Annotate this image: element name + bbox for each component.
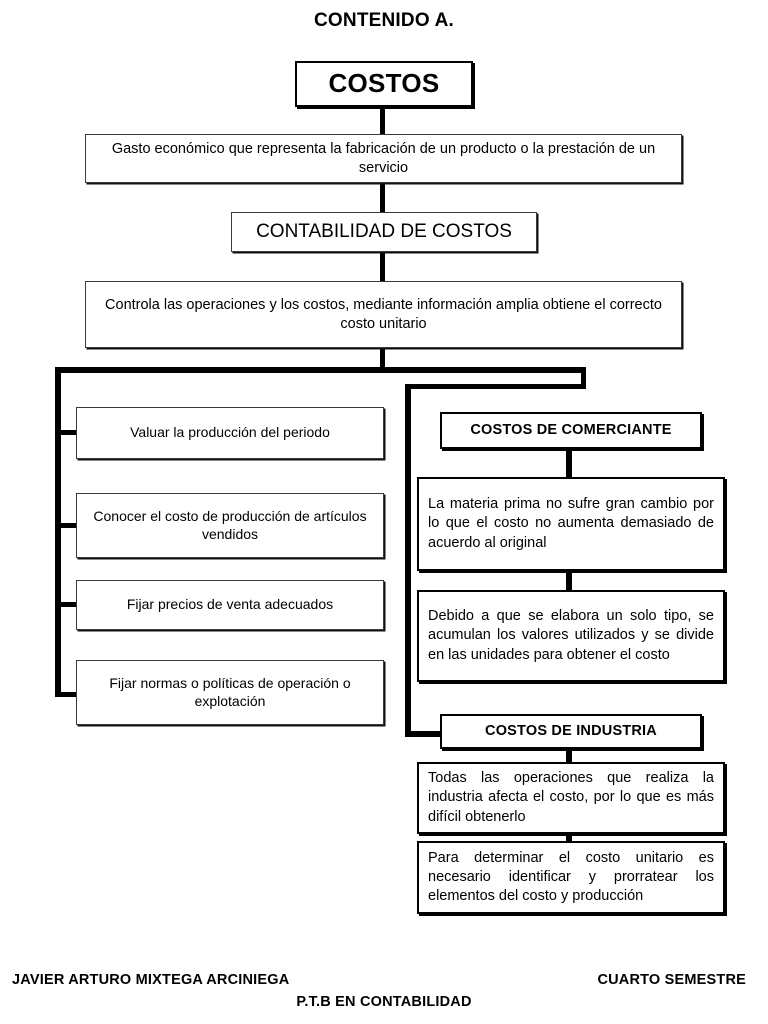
connector-left-stub-3 bbox=[55, 602, 79, 607]
connector-industry-head-to-note1 bbox=[566, 748, 572, 764]
connector-right-drop bbox=[581, 367, 586, 389]
footer-semester: CUARTO SEMESTRE bbox=[597, 972, 746, 988]
connector-accounting-to-desc bbox=[380, 251, 385, 281]
node-merchant-note-2-text: Debido a que se elabora un solo tipo, se… bbox=[428, 608, 714, 663]
node-definition[interactable]: Gasto económico que representa la fabric… bbox=[85, 134, 682, 183]
connector-merchant-note1-to-note2 bbox=[566, 570, 572, 592]
connector-root-to-definition bbox=[380, 106, 385, 136]
node-costos[interactable]: COSTOS bbox=[295, 61, 473, 107]
connector-left-stub-1 bbox=[55, 430, 79, 435]
connector-desc-stem bbox=[380, 347, 385, 373]
connector-left-spine bbox=[55, 367, 61, 697]
connector-right-spine bbox=[405, 384, 411, 736]
page-title: CONTENIDO A. bbox=[314, 10, 454, 31]
node-contabilidad-de-costos[interactable]: CONTABILIDAD DE COSTOS bbox=[231, 212, 537, 252]
footer-program: P.T.B EN CONTABILIDAD bbox=[296, 994, 472, 1010]
node-objective-2[interactable]: Conocer el costo de producción de artícu… bbox=[76, 493, 384, 558]
node-costos-label: COSTOS bbox=[328, 68, 440, 99]
node-costos-de-industria-label: COSTOS DE INDUSTRIA bbox=[485, 723, 657, 740]
node-merchant-note-1[interactable]: La materia prima no sufre gran cambio po… bbox=[417, 477, 725, 571]
node-contabilidad-label: CONTABILIDAD DE COSTOS bbox=[256, 220, 512, 242]
node-objective-4-text: Fijar normas o políticas de operación o … bbox=[109, 674, 351, 709]
node-definition-text: Gasto económico que representa la fabric… bbox=[111, 140, 656, 176]
footer-author: JAVIER ARTURO MIXTEGA ARCINIEGA bbox=[12, 972, 290, 988]
node-costos-de-industria[interactable]: COSTOS DE INDUSTRIA bbox=[440, 714, 702, 749]
node-objective-2-text: Conocer el costo de producción de artícu… bbox=[93, 507, 367, 542]
connector-definition-to-accounting bbox=[380, 182, 385, 212]
connector-right-to-industry bbox=[405, 731, 445, 737]
node-industry-note-2-text: Para determinar el costo unitario es nec… bbox=[428, 849, 714, 905]
node-accounting-description[interactable]: Controla las operaciones y los costos, m… bbox=[85, 281, 682, 348]
connector-split-bar bbox=[55, 367, 586, 373]
node-merchant-note-1-text: La materia prima no sufre gran cambio po… bbox=[428, 496, 714, 551]
connector-merchant-head-to-note1 bbox=[566, 448, 572, 478]
connector-left-stub-2 bbox=[55, 523, 79, 528]
node-costos-de-comerciante-label: COSTOS DE COMERCIANTE bbox=[470, 422, 672, 439]
connector-industry-note1-to-note2 bbox=[566, 826, 572, 844]
connector-left-stub-4 bbox=[55, 692, 79, 697]
node-objective-1[interactable]: Valuar la producción del periodo bbox=[76, 407, 384, 459]
node-objective-3-text: Fijar precios de venta adecuados bbox=[126, 596, 334, 613]
node-accounting-description-text: Controla las operaciones y los costos, m… bbox=[105, 296, 662, 332]
node-objective-3[interactable]: Fijar precios de venta adecuados bbox=[76, 580, 384, 630]
node-objective-4[interactable]: Fijar normas o políticas de operación o … bbox=[76, 660, 384, 725]
node-industry-note-1-text: Todas las operaciones que realiza la ind… bbox=[428, 770, 714, 825]
node-industry-note-2[interactable]: Para determinar el costo unitario es nec… bbox=[417, 841, 725, 914]
node-costos-de-comerciante[interactable]: COSTOS DE COMERCIANTE bbox=[440, 412, 702, 449]
connector-right-jog bbox=[405, 384, 586, 389]
node-objective-1-text: Valuar la producción del periodo bbox=[130, 424, 330, 441]
node-merchant-note-2[interactable]: Debido a que se elabora un solo tipo, se… bbox=[417, 590, 725, 682]
node-industry-note-1[interactable]: Todas las operaciones que realiza la ind… bbox=[417, 762, 725, 834]
